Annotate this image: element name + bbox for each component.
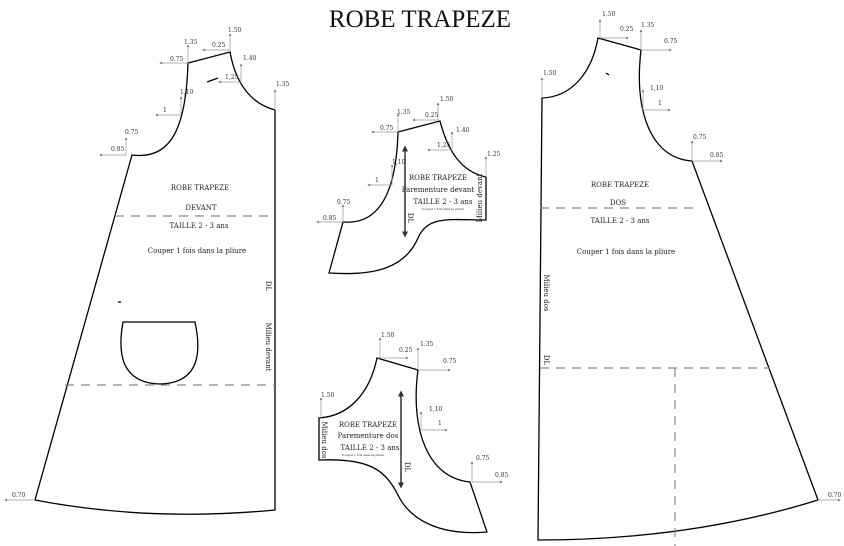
measurement-label: 1.50: [602, 11, 616, 18]
measurement-label: 1.50: [381, 332, 395, 339]
measurement-label: 0.75: [337, 199, 351, 206]
measurement-label: 1.40: [456, 127, 470, 134]
front-facing-outline: [328, 120, 487, 275]
front-facing-cut-instruction: Couper 1 fois dans la pliure: [422, 207, 464, 211]
measurement-label: 0.70: [828, 492, 842, 499]
measurement-label: 0.85: [111, 146, 125, 153]
back-facing-piece: ROBE TRAPEZE Parementure dos TAILLE 2 - …: [318, 332, 509, 534]
front-grain-label: DL: [264, 281, 272, 292]
front-neck-notch: [206, 77, 219, 83]
page-title: ROBE TRAPEZE: [329, 6, 511, 33]
measurement-label: 0.85: [323, 215, 337, 222]
back-facing-measurements: 1.50 0.25 1.35 0.75 1.50 1,10 1 0.75 0.85: [319, 332, 509, 484]
front-facing-grain-label: DL: [406, 213, 414, 224]
back-facing-label: Parementure dos: [338, 432, 399, 440]
measurement-label: 1.35: [397, 109, 411, 116]
measurement-label: 1,10: [650, 85, 664, 92]
back-facing-size: TAILLE 2 - 3 ans: [341, 444, 400, 452]
measurement-label: 0.25: [425, 112, 439, 119]
measurement-label: 0.85: [710, 152, 724, 159]
measurement-label: 0.75: [664, 38, 678, 45]
measurement-label: 0.75: [170, 56, 184, 63]
measurement-label: 0.75: [476, 455, 490, 462]
back-piece-name: ROBE TRAPEZE: [591, 181, 649, 189]
measurement-label: 0.85: [495, 472, 509, 479]
front-pocket: [120, 321, 199, 385]
measurement-label: 0.75: [443, 358, 457, 365]
back-outline: [537, 37, 819, 541]
front-facing-name: ROBE TRAPEZE: [409, 174, 467, 182]
measurement-label: 0.75: [693, 134, 707, 141]
back-grain-label: DL: [542, 355, 550, 366]
back-piece: ROBE TRAPEZE DOS TAILLE 2 - 3 ans Couper…: [537, 11, 842, 546]
front-piece-name: ROBE TRAPEZE: [171, 184, 229, 192]
front-facing-label: Parementure devant: [402, 186, 475, 194]
measurement-label: 1.35: [184, 39, 198, 46]
back-cut-instruction: Couper 1 fois dans la pliure: [577, 248, 675, 256]
measurement-label: 0.70: [12, 492, 26, 499]
back-facing-name: ROBE TRAPEZE: [339, 421, 397, 429]
measurement-label: 1.50: [321, 392, 335, 399]
measurement-label: 1.40: [243, 55, 257, 62]
front-facing-piece: ROBE TRAPEZE Parementure devant TAILLE 2…: [316, 96, 501, 275]
front-piece-label: DEVANT: [185, 204, 216, 212]
back-measurements: 1.50 0.25 1.35 0.75 1.50 1,10 1 0.75 0.85 0.70: [540, 11, 842, 502]
measurement-label: 1: [375, 177, 379, 184]
front-measurements: 1.50 0.25 1.35 0.75 1.40 1,25 1,10 1 0.75 0.85 1.3…: [4, 27, 290, 502]
front-piece: ROBE TRAPEZE DEVANT TAILLE 2 - 3 ans Cou…: [4, 27, 290, 515]
measurement-label: 1: [163, 107, 167, 114]
measurement-label: 1: [658, 100, 662, 107]
front-facing-measurements: 1.50 0.25 1.35 0.75 1.40 1,25 1,10 1 0.75 0.85 1.2…: [316, 96, 501, 224]
measurement-label: 1.35: [276, 81, 290, 88]
back-piece-label: DOS: [610, 199, 626, 207]
back-fold-label: Milieu dos: [542, 274, 550, 311]
back-facing-cut-instruction: Couper 1 fois dans la pliure: [342, 453, 384, 457]
back-facing-outline: [318, 357, 488, 534]
measurement-label: 1.25: [487, 151, 501, 158]
back-size: TAILLE 2 - 3 ans: [591, 217, 650, 225]
measurement-label: 1,25: [437, 142, 451, 149]
measurement-label: 1,10: [180, 89, 194, 96]
measurement-label: 1.35: [641, 22, 655, 29]
front-facing-size: TAILLE 2 - 3 ans: [414, 198, 473, 206]
measurement-label: 0.75: [125, 129, 139, 136]
measurement-label: 0.25: [620, 26, 634, 33]
measurement-label: 1,10: [392, 159, 406, 166]
front-outline: [34, 51, 276, 515]
back-facing-fold-label: Milieu dos: [320, 421, 328, 458]
measurement-label: 0.25: [212, 42, 226, 49]
front-size: TAILLE 2 - 3 ans: [170, 222, 229, 230]
back-facing-grain-label: DL: [403, 462, 411, 473]
measurement-label: 1.50: [543, 70, 557, 77]
front-facing-fold-label: Milieu devant: [476, 173, 484, 222]
measurement-label: 1.35: [420, 341, 434, 348]
measurement-label: 1,10: [429, 406, 443, 413]
measurement-label: 0.75: [380, 125, 394, 132]
measurement-label: 0.25: [399, 347, 413, 354]
front-cut-instruction: Couper 1 fois dans la pliure: [148, 247, 246, 255]
measurement-label: 1.50: [440, 96, 454, 103]
measurement-label: 1: [438, 420, 442, 427]
back-mark: [605, 72, 610, 76]
measurement-label: 1,25: [225, 74, 239, 81]
front-fold-label: Milieu devant: [264, 323, 272, 372]
measurement-label: 1.50: [228, 27, 242, 34]
